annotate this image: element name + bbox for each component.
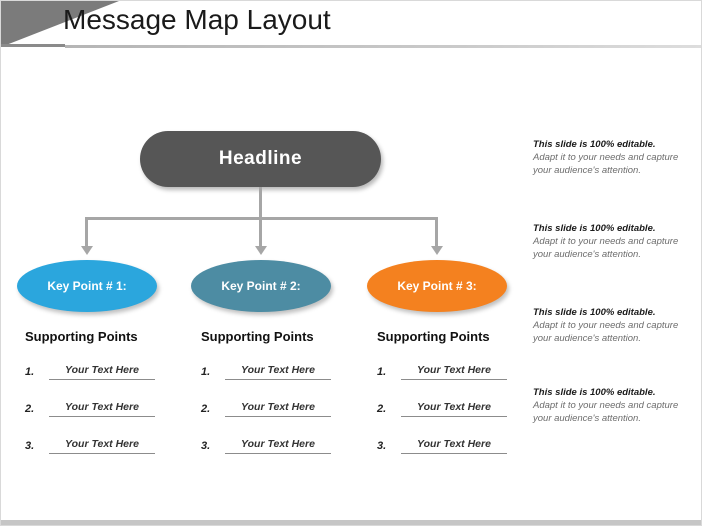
arrow-down-icon-1: [80, 246, 93, 255]
editable-note-3: This slide is 100% editable. Adapt it to…: [533, 307, 693, 346]
supporting-point-input[interactable]: Your Text Here: [401, 401, 507, 417]
key-point-node-2[interactable]: Key Point # 2:: [191, 260, 331, 312]
editable-note-heading: This slide is 100% editable.: [533, 139, 656, 150]
supporting-point-input[interactable]: Your Text Here: [401, 438, 507, 454]
supporting-point-number: 2.: [25, 403, 35, 415]
headline-label: Headline: [218, 148, 303, 169]
connector-drop-1: [85, 217, 88, 247]
supporting-point-input[interactable]: Your Text Here: [49, 364, 155, 380]
title-rule: [65, 45, 701, 48]
page-title: Message Map Layout: [63, 4, 331, 35]
editable-note-2: This slide is 100% editable. Adapt it to…: [533, 223, 693, 262]
supporting-point-row: 2. Your Text Here: [201, 397, 371, 417]
editable-note-4: This slide is 100% editable. Adapt it to…: [533, 387, 693, 426]
title-rule-left: [1, 44, 65, 47]
supporting-point-number: 3.: [25, 440, 35, 452]
arrow-down-icon-2: [254, 246, 267, 255]
editable-note-heading: This slide is 100% editable.: [533, 387, 656, 398]
headline-node[interactable]: Headline: [140, 131, 381, 187]
supporting-point-number: 3.: [201, 440, 211, 452]
corner-triangle-decoration: [1, 1, 119, 47]
supporting-point-input[interactable]: Your Text Here: [401, 364, 507, 380]
connector-drop-2: [259, 217, 262, 247]
key-point-label-2: Key Point # 2:: [221, 279, 301, 293]
supporting-points-heading-2: Supporting Points: [201, 329, 314, 344]
supporting-point-number: 1.: [25, 366, 35, 378]
editable-note-1: This slide is 100% editable. Adapt it to…: [533, 139, 693, 178]
supporting-point-row: 1. Your Text Here: [201, 360, 371, 380]
supporting-point-row: 3. Your Text Here: [25, 434, 195, 454]
key-point-node-3[interactable]: Key Point # 3:: [367, 260, 507, 312]
supporting-point-row: 3. Your Text Here: [201, 434, 371, 454]
supporting-point-input[interactable]: Your Text Here: [225, 438, 331, 454]
supporting-points-heading-1: Supporting Points: [25, 329, 138, 344]
editable-note-heading: This slide is 100% editable.: [533, 307, 656, 318]
supporting-point-input[interactable]: Your Text Here: [225, 364, 331, 380]
supporting-point-number: 3.: [377, 440, 387, 452]
supporting-points-column-3: Supporting Points 1. Your Text Here 2. Y…: [377, 329, 547, 471]
supporting-point-row: 1. Your Text Here: [377, 360, 547, 380]
arrow-down-icon-3: [430, 246, 443, 255]
supporting-point-number: 2.: [377, 403, 387, 415]
supporting-points-column-1: Supporting Points 1. Your Text Here 2. Y…: [25, 329, 195, 471]
key-point-node-1[interactable]: Key Point # 1:: [17, 260, 157, 312]
footer-bar: [1, 520, 701, 525]
supporting-point-row: 2. Your Text Here: [25, 397, 195, 417]
supporting-point-number: 2.: [201, 403, 211, 415]
editable-note-body: Adapt it to your needs and capture your …: [533, 399, 679, 424]
supporting-point-row: 2. Your Text Here: [377, 397, 547, 417]
editable-note-body: Adapt it to your needs and capture your …: [533, 235, 679, 260]
connector-drop-3: [435, 217, 438, 247]
supporting-point-input[interactable]: Your Text Here: [49, 438, 155, 454]
key-point-label-1: Key Point # 1:: [47, 279, 127, 293]
editable-note-heading: This slide is 100% editable.: [533, 223, 656, 234]
supporting-point-row: 3. Your Text Here: [377, 434, 547, 454]
supporting-point-row: 1. Your Text Here: [25, 360, 195, 380]
supporting-point-number: 1.: [377, 366, 387, 378]
supporting-points-column-2: Supporting Points 1. Your Text Here 2. Y…: [201, 329, 371, 471]
supporting-point-input[interactable]: Your Text Here: [225, 401, 331, 417]
editable-note-body: Adapt it to your needs and capture your …: [533, 319, 679, 344]
supporting-points-heading-3: Supporting Points: [377, 329, 490, 344]
connector-stem: [259, 187, 262, 219]
key-point-label-3: Key Point # 3:: [397, 279, 477, 293]
supporting-point-input[interactable]: Your Text Here: [49, 401, 155, 417]
supporting-point-number: 1.: [201, 366, 211, 378]
editable-note-body: Adapt it to your needs and capture your …: [533, 151, 679, 176]
